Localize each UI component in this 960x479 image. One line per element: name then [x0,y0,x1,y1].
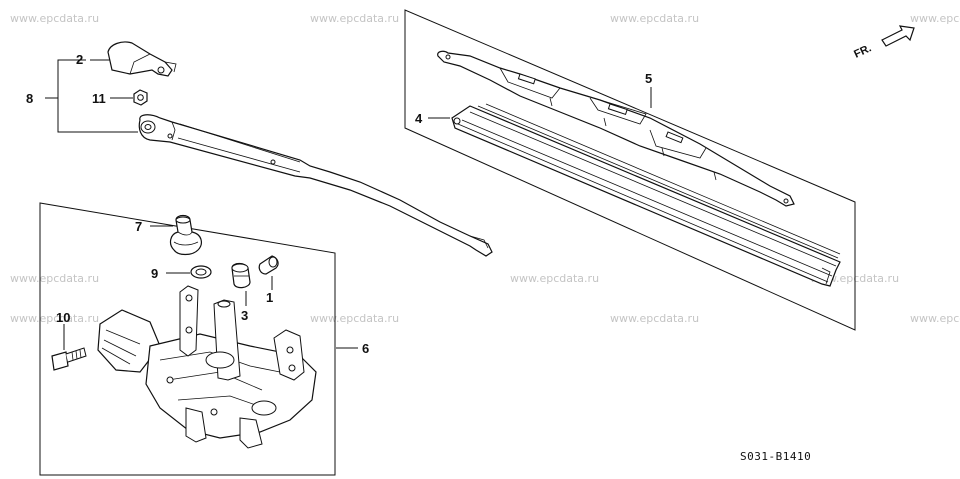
pivot-boot-part-1[interactable] [258,255,279,275]
callout-2: 2 [76,52,83,67]
callout-10: 10 [56,310,70,325]
callout-11: 11 [92,91,106,106]
callout-5: 5 [645,71,652,86]
watermark-text: www.epcdata.ru [910,12,960,25]
wiper-arm-part-8[interactable] [138,114,493,257]
callout-3: 3 [241,308,248,323]
watermark-text: www.epcdata.ru [510,272,599,285]
callout-6: 6 [362,341,369,356]
watermark-text: www.epcdata.ru [310,312,399,325]
watermark-text: www.epcdata.ru [10,272,99,285]
watermark-text: www.epcdata.ru [10,12,99,25]
callout-1: 1 [266,290,273,305]
watermark-text: www.epcdata.ru [310,12,399,25]
diagram-code: S031-B1410 [740,450,811,463]
front-direction-label: FR. [852,42,873,60]
front-direction-arrow-icon: FR. [852,25,915,61]
motor-group-box [39,202,336,476]
callout-9: 9 [151,266,158,281]
callout-bracket-8 [57,59,138,133]
callout-7: 7 [135,219,142,234]
bushing-part-3[interactable] [231,262,251,289]
callout-labels: 2 8 11 5 4 7 9 1 3 10 6 [26,52,652,356]
nut-part-11[interactable] [133,89,148,106]
callout-8: 8 [26,91,33,106]
blade-rubber-part-4[interactable] [451,103,841,287]
pivot-cap-part-7[interactable] [169,214,202,256]
callout-4: 4 [415,111,423,126]
arm-cap-part-2[interactable] [107,41,177,77]
watermark-text: www.epcdata.ru [10,312,99,325]
bolt-part-10[interactable] [51,347,87,371]
watermark-text: www.epcdata.ru [610,12,699,25]
wiper-motor-part-6[interactable] [97,285,317,449]
washer-part-9[interactable] [190,265,212,279]
blade-group-box [404,9,856,331]
watermark-text: www.epcdata.ru [910,312,960,325]
watermark-text: www.epcdata.ru [610,312,699,325]
blade-frame-part-5[interactable] [437,50,795,207]
